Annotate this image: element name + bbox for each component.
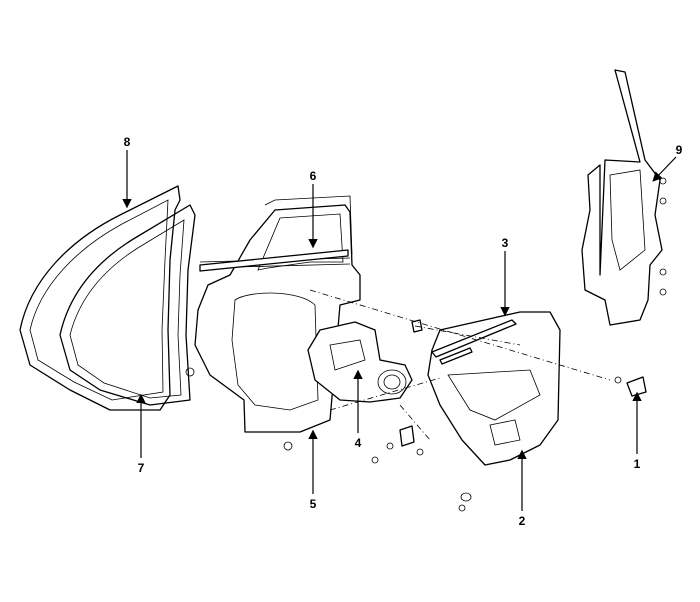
door-weatherstrip-seal [19,185,196,411]
belt-weatherstrip [431,319,517,365]
trim-cover-cap [614,376,647,397]
callout-7: 7 [138,461,145,475]
door-trim-panel [427,311,561,512]
callout-1: 1 [634,457,641,471]
body-center-pillar [581,69,667,326]
leader-arrows [122,150,677,511]
leader-9 [652,156,677,182]
door-module-panel [307,321,413,403]
callout-3: 3 [502,236,509,250]
callout-8: 8 [124,135,131,149]
alignment-lines [309,289,611,441]
callout-4: 4 [355,436,362,450]
callout-2: 2 [519,514,526,528]
callout-9: 9 [676,143,683,157]
callout-5: 5 [310,497,317,511]
callout-6: 6 [310,169,317,183]
